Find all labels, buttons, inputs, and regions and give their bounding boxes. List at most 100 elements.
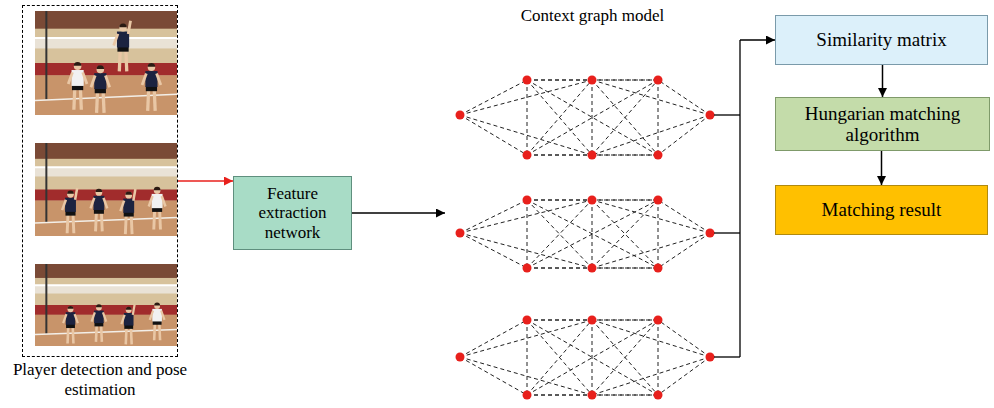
hair <box>154 187 161 190</box>
graph-edge <box>460 233 527 268</box>
graph-vertex <box>654 264 663 273</box>
context-graph <box>456 76 715 160</box>
arm <box>91 198 95 208</box>
leg <box>95 325 98 342</box>
leg <box>95 92 99 113</box>
graph-edge <box>527 320 658 395</box>
hair <box>96 304 102 307</box>
leg <box>124 215 128 234</box>
graph-edge <box>592 320 658 395</box>
graph-edge <box>592 200 593 268</box>
graph-edge <box>658 80 710 115</box>
player-figure <box>149 187 166 230</box>
arm <box>103 312 106 321</box>
court-photo <box>35 143 177 236</box>
court-photo <box>35 264 177 346</box>
merge-line <box>714 232 740 233</box>
hair <box>68 306 74 309</box>
graph-edge <box>527 200 592 268</box>
graph-vertex <box>588 151 597 160</box>
leg <box>130 328 133 345</box>
head <box>154 303 160 309</box>
graph-edge <box>592 80 710 115</box>
result-box: Matching result <box>775 185 988 235</box>
leg <box>130 215 134 234</box>
hair <box>148 63 155 67</box>
leg <box>72 214 76 233</box>
head <box>97 66 104 73</box>
graph-vertex <box>523 151 532 160</box>
hair <box>154 303 160 306</box>
arm <box>68 72 72 84</box>
head <box>126 307 132 313</box>
graph-vertex <box>456 353 465 362</box>
head <box>68 306 74 312</box>
hair <box>125 191 132 194</box>
hair <box>96 189 103 192</box>
leg <box>153 324 156 341</box>
graph-edge <box>460 357 527 395</box>
graph-edge <box>527 80 592 155</box>
graph-vertex <box>654 76 663 85</box>
leg <box>153 90 157 111</box>
graph-edge <box>592 320 593 395</box>
graph-edge <box>658 320 710 357</box>
jersey <box>123 199 134 213</box>
graph-edge <box>527 80 528 155</box>
leg <box>66 327 69 344</box>
graph-vertex <box>706 111 715 120</box>
caption: Player detection and pose estimation <box>10 360 190 399</box>
merge-line <box>714 356 740 357</box>
arm <box>104 198 108 208</box>
arm <box>75 188 77 200</box>
graph-edge <box>527 80 658 155</box>
net-pole <box>45 143 47 222</box>
head <box>148 64 155 71</box>
arm <box>120 201 124 211</box>
process-box: Similarity matrix <box>775 15 988 65</box>
graph-edge <box>592 115 710 155</box>
jersey <box>94 311 104 324</box>
graph-edge <box>460 80 527 115</box>
arm <box>133 189 135 201</box>
arm <box>83 72 87 84</box>
hair <box>97 65 104 69</box>
jersey <box>152 194 163 208</box>
player-figure <box>150 303 165 341</box>
player-figure <box>62 188 77 233</box>
leg <box>158 324 161 341</box>
graph-edge <box>527 200 592 268</box>
graph-vertex <box>456 111 465 120</box>
graph-edge <box>592 233 710 268</box>
upper-stand <box>35 11 177 29</box>
net-pole <box>45 264 47 334</box>
jersey <box>93 196 104 210</box>
player-figure <box>68 62 87 110</box>
graph-edge <box>592 357 710 395</box>
net-tape <box>35 284 177 286</box>
jersey <box>124 313 134 326</box>
net-mesh <box>35 285 177 293</box>
context-graph <box>456 196 715 273</box>
input-frame-group: Player detection and pose estimation <box>22 5 178 357</box>
arm <box>105 75 109 87</box>
box-label: Similarity matrix <box>812 29 950 50</box>
graph-edge <box>658 200 710 233</box>
leg <box>71 327 74 344</box>
arm <box>157 73 161 85</box>
merge-bar <box>739 40 740 357</box>
box-label: Feature extraction network <box>234 184 351 241</box>
heading: Context graph model <box>521 6 665 26</box>
flow-arrow <box>178 180 233 182</box>
jersey <box>145 71 157 87</box>
hair <box>74 62 81 66</box>
graph-edge <box>460 200 592 233</box>
graph-vertex <box>654 151 663 160</box>
graph-edge <box>592 200 658 268</box>
graph-edge <box>592 200 658 268</box>
graph-vertex <box>654 196 663 205</box>
player-figure <box>121 305 134 345</box>
graph-edge <box>460 115 527 155</box>
arm <box>121 315 124 324</box>
